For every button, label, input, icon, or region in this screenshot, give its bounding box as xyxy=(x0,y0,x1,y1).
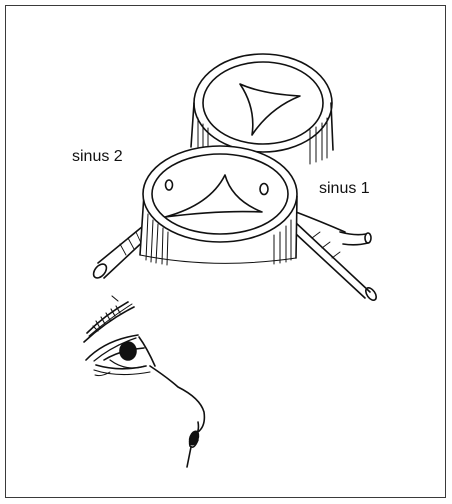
sinus-2-label: sinus 2 xyxy=(72,149,123,165)
observer-face-profile xyxy=(84,296,204,467)
right-coronary-vessel xyxy=(295,212,378,302)
sinus-1-label: sinus 1 xyxy=(319,181,370,197)
front-valve-cylinder xyxy=(140,146,297,265)
